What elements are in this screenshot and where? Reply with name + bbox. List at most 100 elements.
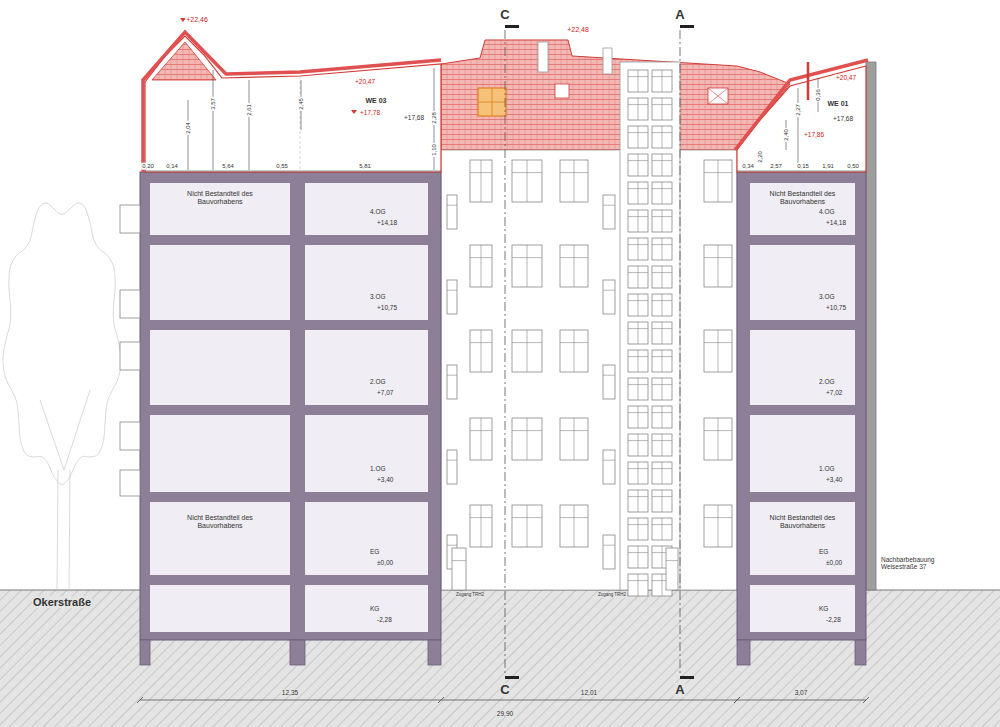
window	[628, 322, 648, 344]
window-mullion	[638, 238, 639, 260]
wall-footing	[290, 640, 305, 665]
window	[704, 245, 732, 287]
window	[628, 98, 648, 120]
dimension-label: WE 01	[826, 100, 849, 108]
window-transom	[628, 244, 648, 245]
window-transom	[512, 517, 542, 518]
window	[603, 535, 615, 569]
chimney	[603, 48, 612, 74]
room-cell: 2.OG+7,02	[750, 330, 855, 405]
level-height: +22,46	[185, 16, 209, 24]
room-note: Nicht Bestandteil des Bauvorhabens	[178, 190, 262, 206]
window-transom	[628, 300, 648, 301]
dimension-label: 1,91	[821, 163, 835, 170]
window-frame	[628, 406, 648, 428]
window-frame	[628, 350, 648, 372]
level-height: +20,47	[354, 78, 376, 85]
level-height: +10,75	[377, 304, 397, 311]
room-cell: Nicht Bestandteil des BauvorhabensEG±0,0…	[750, 502, 855, 575]
dimension-line	[249, 80, 250, 170]
roof-tiles	[441, 40, 790, 150]
window	[512, 505, 542, 547]
window-mullion	[718, 245, 719, 287]
window-transom	[603, 460, 615, 461]
dimension-label: 0,55	[275, 163, 289, 170]
window-frame	[652, 154, 672, 176]
window	[512, 245, 542, 287]
window-transom	[470, 172, 492, 173]
window-transom	[628, 76, 648, 77]
window-transom	[628, 216, 648, 217]
section-line	[505, 30, 506, 674]
window	[628, 126, 648, 148]
window	[470, 245, 492, 287]
window-frame	[628, 490, 648, 512]
dimension-label: Zugang TRH2	[597, 593, 627, 598]
window	[652, 210, 672, 232]
window-transom	[704, 517, 732, 518]
window	[652, 518, 672, 540]
window-frame	[652, 126, 672, 148]
dimension-label: 5,81	[358, 163, 372, 170]
window-mullion	[718, 330, 719, 372]
window-mullion	[638, 350, 639, 372]
window-frame	[560, 418, 588, 460]
window	[470, 160, 492, 202]
window-mullion	[638, 434, 639, 456]
window	[628, 574, 648, 596]
window-mullion	[527, 418, 528, 460]
window-transom	[512, 257, 542, 258]
window-transom	[628, 580, 648, 581]
tree-crown	[3, 203, 121, 484]
window	[652, 294, 672, 316]
window	[560, 505, 588, 547]
level-height: +7,07	[377, 389, 393, 396]
window-transom	[628, 440, 648, 441]
level-name: KG	[819, 605, 828, 612]
window-frame	[652, 238, 672, 260]
window	[628, 546, 648, 568]
window-mullion	[662, 462, 663, 484]
window-transom	[652, 328, 672, 329]
level-height: ±0,00	[826, 559, 842, 566]
window-frame	[628, 518, 648, 540]
level-name: EG	[819, 548, 828, 555]
window	[560, 160, 588, 202]
window-frame	[652, 210, 672, 232]
window	[560, 330, 588, 372]
dimension-label: 0,34	[741, 163, 755, 170]
window-transom	[652, 188, 672, 189]
window-mullion	[638, 378, 639, 400]
window-frame	[628, 462, 648, 484]
section-mark	[680, 25, 694, 28]
dimension-label: 1,10	[431, 143, 438, 157]
window-frame	[652, 462, 672, 484]
window-frame	[560, 505, 588, 547]
window-transom	[560, 517, 588, 518]
wall-footing	[428, 640, 441, 665]
window	[628, 490, 648, 512]
room-cell: 1.OG+3,40	[305, 415, 428, 492]
window-mullion	[481, 245, 482, 287]
room-cell: KG-2,28	[750, 585, 855, 632]
room-cell: Nicht Bestandteil des Bauvorhabens	[150, 502, 290, 575]
level-height: ±0,00	[377, 559, 393, 566]
window	[603, 280, 615, 314]
window-transom	[628, 104, 648, 105]
window	[628, 154, 648, 176]
window-mullion	[638, 154, 639, 176]
window	[512, 418, 542, 460]
section-marker: C	[499, 8, 510, 22]
window-frame	[652, 378, 672, 400]
window-transom	[652, 216, 672, 217]
window-mullion	[638, 574, 639, 596]
window-transom	[652, 104, 672, 105]
roof-window	[708, 88, 728, 104]
window-frame	[447, 365, 457, 399]
window	[628, 238, 648, 260]
stair-tower	[620, 62, 680, 590]
window	[666, 548, 678, 590]
window-frame	[470, 330, 492, 372]
wall-footing	[140, 640, 150, 665]
room-cell	[150, 245, 290, 320]
